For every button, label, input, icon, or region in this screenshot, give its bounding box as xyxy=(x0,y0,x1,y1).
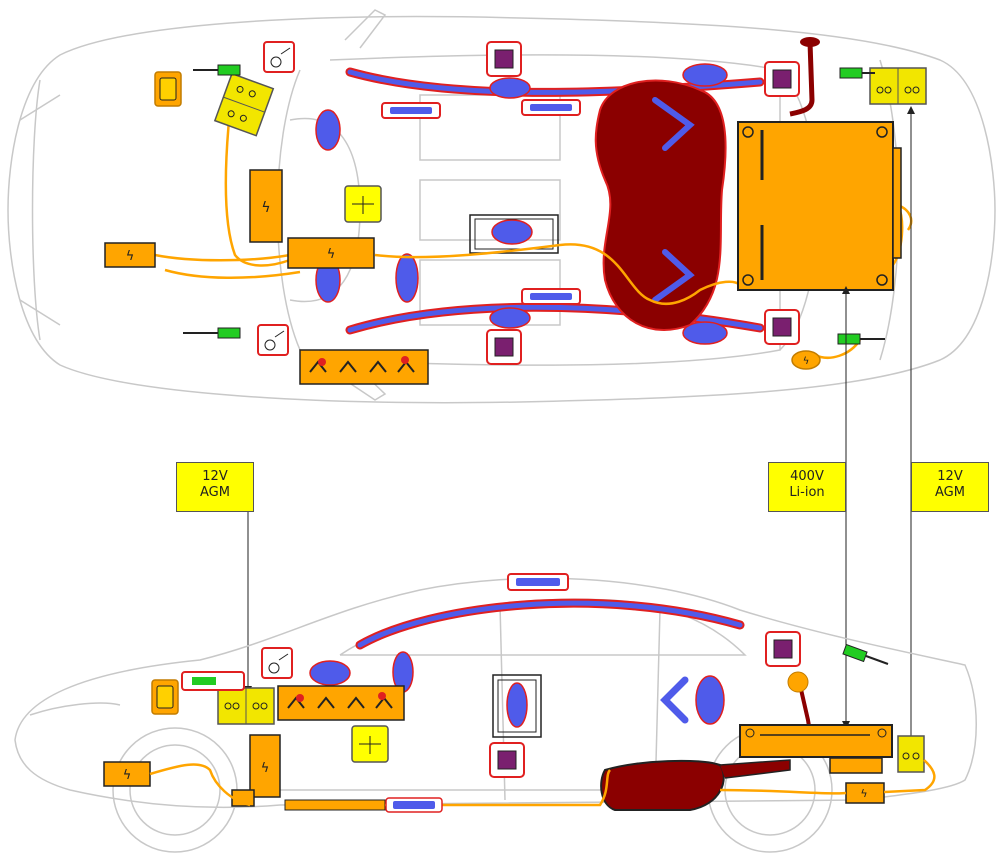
top-view-green-sensors xyxy=(183,64,885,345)
side-view-12v-battery-rear xyxy=(897,735,925,773)
top-view-body-outline xyxy=(7,15,996,404)
top-view-airbags xyxy=(315,63,728,345)
top-view-fuel-tank xyxy=(594,79,727,331)
top-view-hv-components xyxy=(104,169,821,370)
airbag-center xyxy=(491,219,533,245)
battery-label-rear-line1: 12V xyxy=(937,469,963,484)
top-view-console xyxy=(419,179,561,241)
battery-label-front-12v: 12V AGM xyxy=(176,462,254,512)
hv-symbol: ϟ xyxy=(261,761,270,776)
top-view-hv-battery xyxy=(737,121,902,291)
airbag-side-rear-lower xyxy=(682,321,728,345)
side-view-hv-components xyxy=(103,734,885,811)
side-view-headlight xyxy=(29,702,121,716)
rear-seat-airbag-upper xyxy=(652,97,695,151)
battery-label-hv-line1: 400V xyxy=(790,469,824,484)
side-view-seatbelt-pretensioners xyxy=(277,685,405,721)
battery-label-front-line1: 12V xyxy=(202,469,228,484)
side-view-12v-battery-front xyxy=(217,687,275,725)
top-view-headlight-left xyxy=(19,94,61,121)
top-view-fuel-filler xyxy=(789,41,815,117)
airbag-front-passenger xyxy=(395,253,419,303)
airbag-side-rear-upper xyxy=(682,63,728,87)
battery-label-hv: 400V Li-ion xyxy=(768,462,846,512)
side-view-front-wheel xyxy=(112,727,238,853)
battery-label-hv-line2: Li-ion xyxy=(789,485,825,500)
hv-symbol: ϟ xyxy=(803,356,810,367)
battery-label-rear-12v: 12V AGM xyxy=(911,462,989,512)
top-view-seatbelt-pretensioners xyxy=(299,349,429,385)
top-view-mirror-left xyxy=(344,9,387,49)
side-view-sensor-icons xyxy=(151,647,389,763)
top-view-control-units xyxy=(486,41,800,365)
battery-label-rear-line2: AGM xyxy=(935,485,965,500)
hv-symbol: ϟ xyxy=(123,768,132,783)
side-view-hv-battery xyxy=(739,724,893,758)
side-view-body-outline xyxy=(14,577,977,809)
hv-symbol: ϟ xyxy=(860,787,867,800)
top-view-sensor-icons xyxy=(154,41,382,356)
top-view-headlight-right xyxy=(19,299,61,326)
airbag-driver-knee xyxy=(315,109,341,151)
battery-label-front-line2: AGM xyxy=(200,485,230,500)
hv-symbol: ϟ xyxy=(327,247,336,262)
side-view-fuel-tank xyxy=(600,759,725,811)
airbag-side-front-lower xyxy=(489,307,531,329)
hv-symbol: ϟ xyxy=(126,249,135,264)
top-view-12v-battery-rear xyxy=(869,67,927,105)
center-airbag-frame xyxy=(469,214,559,254)
top-view-front-seat-right xyxy=(419,259,561,326)
side-view-car xyxy=(14,577,977,853)
side-view-hv-wiring xyxy=(149,759,936,807)
top-view-hood-line xyxy=(31,79,41,341)
hv-symbol: ϟ xyxy=(261,200,270,216)
top-view-12v-battery-front xyxy=(213,72,275,137)
top-view-gas-inflators xyxy=(381,99,581,305)
rear-seat-airbag-lower xyxy=(652,249,695,303)
side-view-control-units xyxy=(489,631,801,778)
airbag-side-front-upper xyxy=(489,77,531,99)
